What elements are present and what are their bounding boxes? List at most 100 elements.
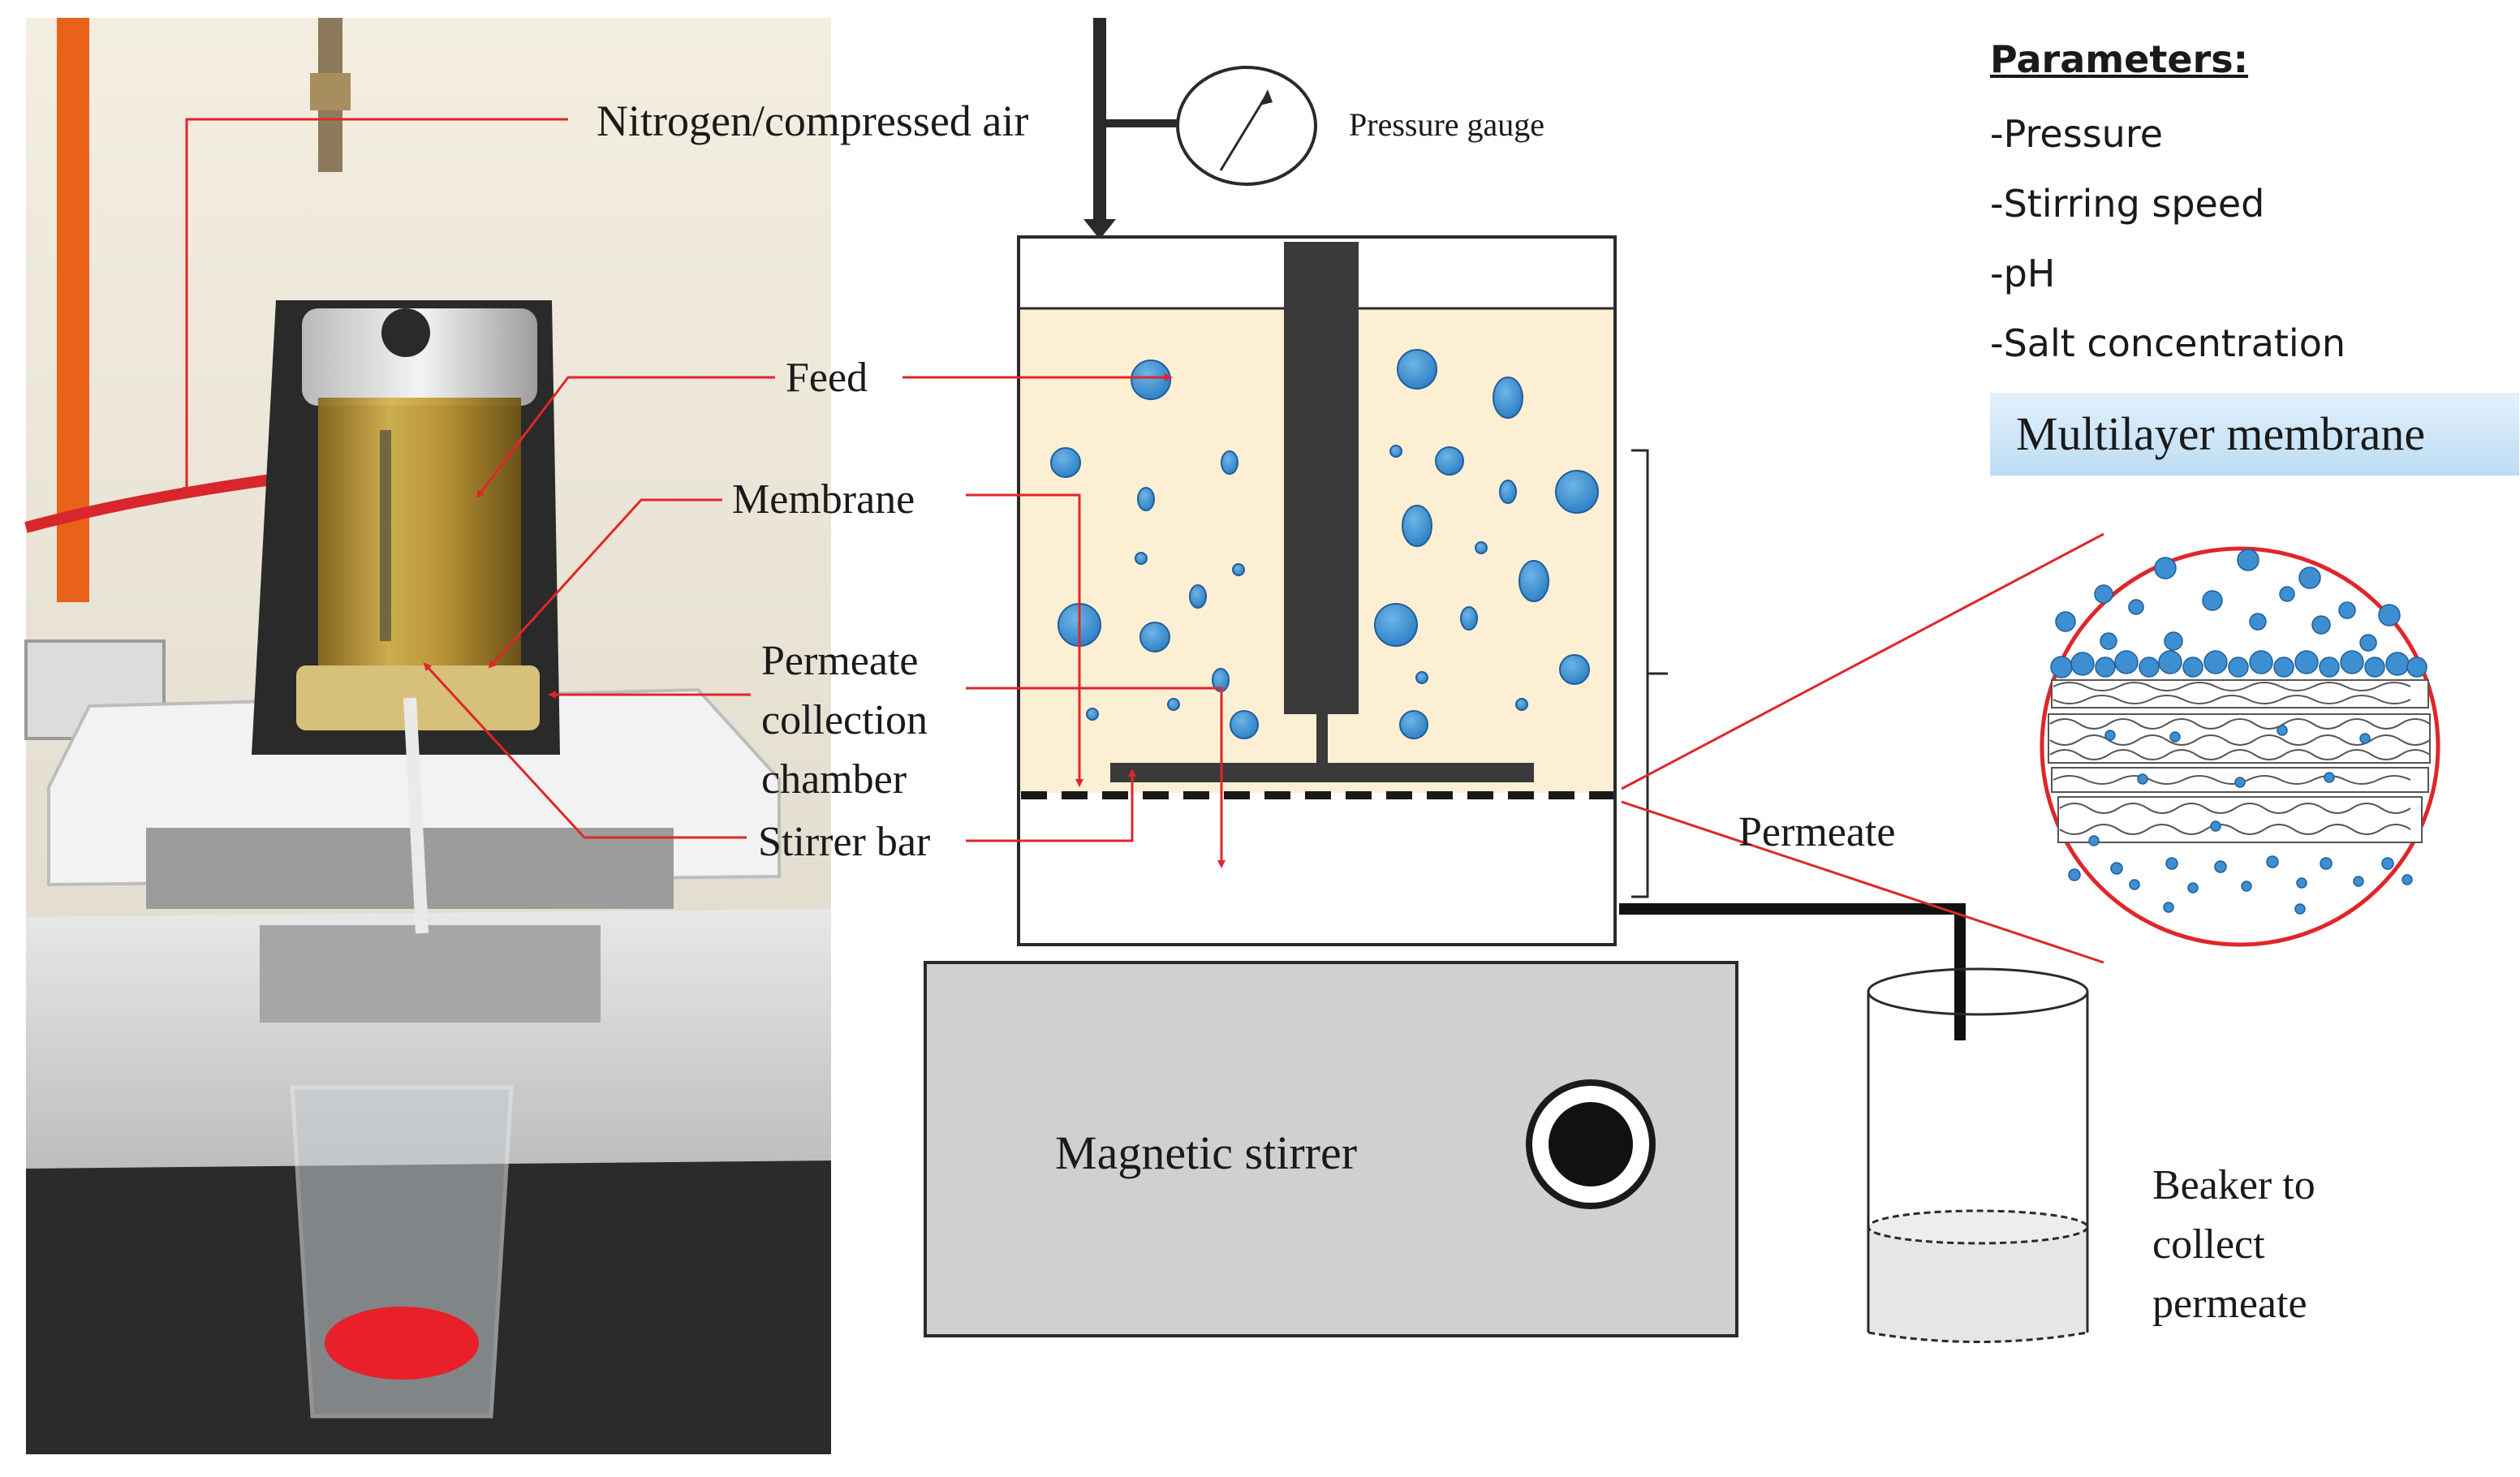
leader-stirrerbar-schematic [966, 769, 1136, 842]
beaker-liquid-surface [1867, 1209, 2089, 1245]
droplet [1435, 446, 1464, 476]
droplet [2158, 650, 2182, 674]
droplet [2163, 902, 2174, 913]
droplet [1374, 603, 1418, 647]
droplet [1232, 563, 1245, 576]
droplet [2234, 777, 2246, 788]
membrane-bracket [1631, 449, 1668, 898]
droplet [2381, 857, 2394, 870]
stirrer-shaft [1316, 714, 1328, 763]
droplet [2094, 584, 2113, 604]
droplet [2088, 835, 2100, 846]
droplet [1137, 487, 1155, 511]
droplet [2402, 874, 2413, 885]
zoom-line-top [1621, 532, 2104, 790]
droplet [2406, 657, 2427, 678]
cell-cylinder [318, 398, 521, 674]
leader-feed [476, 376, 775, 498]
droplet [2385, 652, 2410, 676]
label-nitrogen: Nitrogen/compressed air [597, 97, 1029, 145]
parameter-item: -Pressure [1990, 112, 2164, 156]
stirrer-knob [1549, 1102, 1633, 1186]
droplet [2055, 611, 2076, 632]
droplet [2100, 632, 2117, 650]
droplet [1135, 552, 1148, 565]
parameter-item: -pH [1990, 252, 2056, 295]
droplet [2165, 857, 2178, 870]
droplet [2340, 650, 2364, 674]
droplet [2249, 650, 2273, 674]
droplet [1518, 560, 1549, 602]
label-membrane: Membrane [732, 476, 915, 523]
schematic-leader-lines [902, 373, 1226, 868]
membrane-zoom [1621, 532, 2440, 964]
schematic-beaker [1867, 967, 2089, 1343]
droplet [2128, 599, 2144, 615]
droplet [1230, 710, 1259, 739]
parameter-item: -Stirring speed [1990, 182, 2265, 226]
photo-panel [24, 18, 831, 1454]
pressure-gauge-needle [1219, 95, 1268, 171]
droplet [1402, 505, 1432, 547]
membrane-layer [2051, 679, 2429, 708]
droplet [1493, 377, 1523, 419]
droplet [2359, 733, 2371, 744]
orange-pipe [57, 18, 89, 602]
droplet [2068, 868, 2081, 881]
droplet [2114, 650, 2139, 674]
droplet [1515, 698, 1528, 711]
droplet [2137, 773, 2148, 785]
droplet [1415, 671, 1428, 684]
cell-cap [302, 308, 537, 406]
cell-base-ring [296, 665, 540, 730]
droplet [2210, 820, 2221, 832]
label-magnetic-stirrer: Magnetic stirrer [1055, 1126, 1358, 1179]
droplet [2095, 657, 2116, 678]
zoom-line-bottom [1621, 800, 2104, 964]
droplet [2359, 634, 2377, 652]
droplet [1389, 445, 1402, 458]
droplet [2104, 730, 2116, 741]
droplet [1189, 584, 1207, 609]
photo-leader-lines [183, 118, 775, 839]
label-pressure-gauge: Pressure gauge [1349, 106, 1545, 143]
photo-beaker-red-liquid [325, 1307, 479, 1380]
droplet [2277, 725, 2288, 736]
droplet [1499, 480, 1517, 504]
droplet [2202, 590, 2223, 611]
droplet [2182, 657, 2203, 678]
droplet [1086, 708, 1099, 721]
membrane-texture [2059, 803, 2411, 835]
leader-membrane [488, 498, 722, 669]
droplet [2296, 877, 2307, 889]
photo-stirrer-foot [260, 925, 601, 1023]
droplet [1555, 470, 1599, 514]
droplet [2294, 650, 2319, 674]
droplet [1399, 710, 1428, 739]
membrane-layers [2048, 679, 2431, 843]
feed-droplets [1050, 349, 1599, 739]
droplet [2129, 879, 2140, 890]
outlet-pipe [1619, 903, 1966, 1040]
droplet [2294, 903, 2306, 915]
droplet [1139, 622, 1170, 652]
leader-chamber-schematic [966, 687, 1226, 868]
leader-stirrerbar [423, 662, 747, 839]
droplet [2364, 657, 2385, 678]
leader-nitrogen [183, 118, 568, 495]
droplet [2203, 650, 2228, 674]
droplet [2187, 882, 2199, 894]
droplet [2311, 615, 2331, 635]
droplet [2353, 876, 2364, 887]
droplet [2266, 855, 2279, 868]
droplet [2050, 656, 2073, 678]
multilayer-label-box [1990, 393, 2519, 476]
droplet [2273, 657, 2294, 678]
droplet [2249, 613, 2267, 631]
droplet [2319, 657, 2340, 678]
beaker-rim [1867, 967, 2089, 1016]
gas-fitting-nut [310, 73, 351, 110]
droplet [2241, 881, 2252, 892]
droplet [2164, 631, 2183, 651]
